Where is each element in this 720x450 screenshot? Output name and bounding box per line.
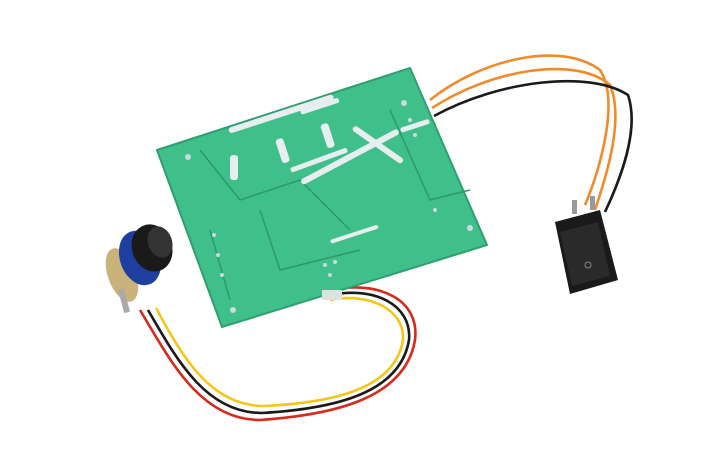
solder-points (185, 100, 473, 313)
connector (322, 290, 342, 300)
board-traces (199, 109, 471, 301)
heatsink-pads (228, 94, 430, 244)
potentiometer-knob (105, 224, 173, 314)
potentiometer-wires (138, 286, 417, 422)
rocker-switch (555, 196, 618, 294)
switch-wires (429, 54, 633, 213)
circuit-board (155, 66, 489, 329)
